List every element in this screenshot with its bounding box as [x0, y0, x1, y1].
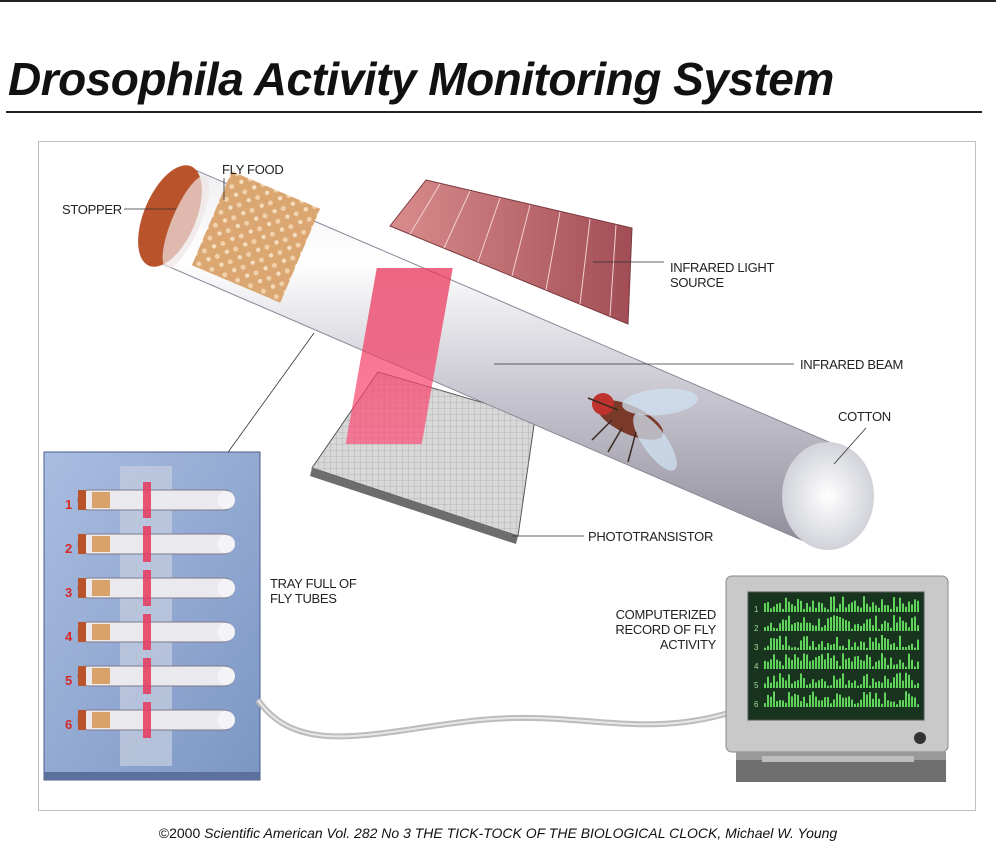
- monitor-row-2: 2: [754, 615, 919, 633]
- credit-copyright: ©2000: [158, 825, 201, 841]
- label-stopper: STOPPER: [62, 202, 122, 217]
- label-infrared-beam: INFRARED BEAM: [800, 357, 904, 372]
- monitor-row-1: 1: [754, 596, 919, 614]
- label-fly-food: FLY FOOD: [222, 162, 284, 177]
- tube-number-1: 1: [65, 497, 73, 512]
- label-computerized-record-3: ACTIVITY: [659, 637, 716, 652]
- tray-tube-4: [77, 614, 235, 650]
- monitor-row-label: 3: [754, 643, 759, 652]
- computer-monitor: 1 2 3 4 5 6: [725, 575, 949, 782]
- label-tray-2: FLY TUBES: [270, 591, 337, 606]
- label-computerized-record-1: COMPUTERIZED: [615, 607, 717, 622]
- tube-number-3: 3: [65, 585, 73, 600]
- fly-illustration: [587, 388, 698, 471]
- tray-of-fly-tubes: [43, 451, 261, 781]
- cotton-plug: [782, 442, 874, 550]
- label-cotton: COTTON: [838, 409, 891, 424]
- tray-tube-2: [77, 526, 235, 562]
- tray-tube-1: [77, 482, 235, 518]
- label-phototransistor: PHOTOTRANSISTOR: [588, 529, 714, 544]
- label-infrared-light-source-2: SOURCE: [670, 275, 724, 290]
- tube-number-4: 4: [65, 629, 73, 644]
- monitor-row-label: 6: [754, 700, 759, 709]
- credit-line: ©2000 Scientific American Vol. 282 No 3 …: [0, 825, 996, 841]
- label-computerized-record-2: RECORD OF FLY: [615, 622, 716, 637]
- monitor-row-6: 6: [754, 691, 919, 709]
- tube-number-6: 6: [65, 717, 73, 732]
- monitor-row-label: 4: [754, 662, 759, 671]
- infrared-beam: [345, 268, 453, 444]
- monitor-row-4: 4: [754, 653, 919, 671]
- credit-citation: Scientific American Vol. 282 No 3 THE TI…: [204, 825, 838, 841]
- tray-tube-5: [77, 658, 235, 694]
- monitor-row-5: 5: [754, 672, 919, 690]
- page-title: Drosophila Activity Monitoring System: [8, 53, 834, 105]
- tube-number-2: 2: [65, 541, 73, 556]
- label-tray-1: TRAY FULL OF: [270, 576, 357, 591]
- tube-number-5: 5: [65, 673, 73, 688]
- title-rule: [6, 111, 982, 113]
- monitor-row-label: 2: [754, 624, 759, 633]
- label-infrared-light-source-1: INFRARED LIGHT: [670, 260, 775, 275]
- infrared-light-source: [389, 179, 633, 325]
- fly-food: [191, 171, 321, 303]
- monitor-row-3: 3: [754, 634, 919, 652]
- top-rule: [0, 0, 996, 2]
- tray-tube-3: [77, 570, 235, 606]
- monitor-row-label: 5: [754, 681, 759, 690]
- monitor-row-label: 1: [754, 605, 759, 614]
- tray-tube-6: [77, 702, 235, 738]
- main-fly-tube: [138, 165, 874, 550]
